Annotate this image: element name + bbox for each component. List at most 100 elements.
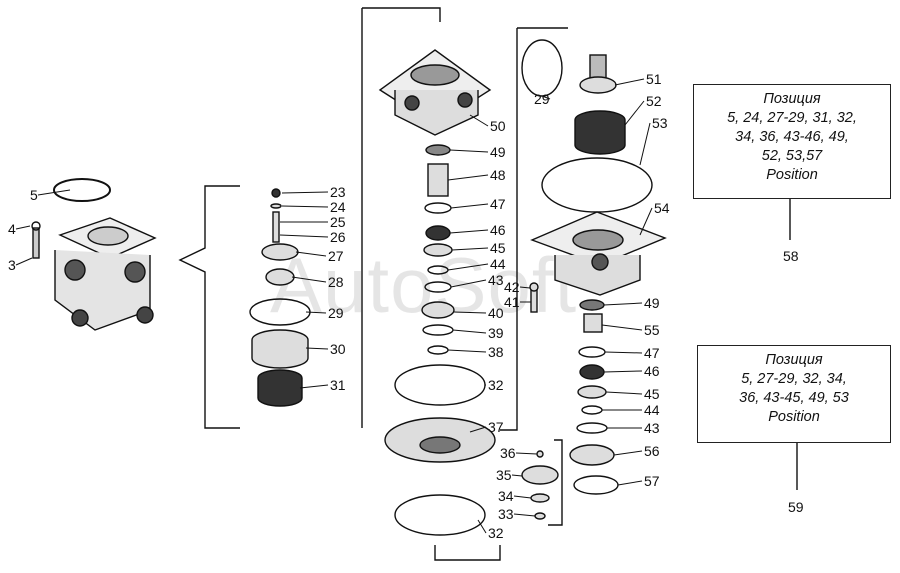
leader-line xyxy=(305,347,329,350)
box-58-line: 5, 24, 27-29, 31, 32, xyxy=(727,110,857,126)
callout-label: 43 xyxy=(644,420,660,436)
leader-line xyxy=(281,191,329,194)
bracket-left xyxy=(178,185,240,429)
leader-line xyxy=(477,519,487,534)
leader-line xyxy=(449,149,489,153)
leader-line xyxy=(511,474,523,477)
leader-line xyxy=(451,247,489,251)
callout-label: 46 xyxy=(490,222,506,238)
leader-line xyxy=(453,311,487,314)
leader-line xyxy=(279,234,329,238)
bracket-middle xyxy=(361,7,441,428)
callout-label: 57 xyxy=(644,473,660,489)
callout-label: 32 xyxy=(488,377,504,393)
callout-label: 26 xyxy=(330,229,346,245)
callout-label: 39 xyxy=(488,325,504,341)
parts-column-2 xyxy=(378,49,496,536)
callout-label: 24 xyxy=(330,199,346,215)
callout-label: 58 xyxy=(783,248,799,264)
callout-label: 23 xyxy=(330,184,346,200)
callout-label: 27 xyxy=(328,248,344,264)
box-59-line: 36, 43-45, 49, 53 xyxy=(739,390,849,406)
leader-line xyxy=(450,279,487,288)
callout-label: 52 xyxy=(646,93,662,109)
leader-line xyxy=(447,263,489,271)
position-box-58: Позиция 5, 24, 27-29, 31, 32, 34, 36, 43… xyxy=(693,84,891,199)
callout-label: 56 xyxy=(644,443,660,459)
callout-label: 53 xyxy=(652,115,668,131)
leader-line xyxy=(614,78,645,86)
callout-label: 46 xyxy=(644,363,660,379)
callout-label: 47 xyxy=(490,196,506,212)
parts-column-1 xyxy=(249,188,311,407)
callout-label: 44 xyxy=(490,256,506,272)
leader-line xyxy=(513,495,532,499)
leader-line xyxy=(291,276,327,283)
leader-line xyxy=(601,324,643,331)
callout-label: 37 xyxy=(488,419,504,435)
leader-line xyxy=(15,225,31,230)
leader-line xyxy=(541,95,551,100)
leader-line xyxy=(613,450,643,456)
callout-label: 36 xyxy=(500,445,516,461)
leader-line xyxy=(617,480,643,486)
callout-label: 28 xyxy=(328,274,344,290)
leader-line xyxy=(447,349,487,353)
callout-label: 41 xyxy=(504,294,520,310)
leader-line xyxy=(469,114,489,127)
leader-line xyxy=(639,207,653,236)
callout-label: 49 xyxy=(644,295,660,311)
bracket-lower-right xyxy=(548,439,563,526)
leader-line xyxy=(515,452,538,455)
callout-label: 55 xyxy=(644,322,660,338)
box-58-line: 52, 53,57 xyxy=(761,148,823,164)
callout-label: 49 xyxy=(490,144,506,160)
leader-line xyxy=(37,189,71,196)
callout-label: 38 xyxy=(488,344,504,360)
callout-label: 25 xyxy=(330,214,346,230)
callout-label: 29 xyxy=(534,91,550,107)
box-59-line: 5, 27-29, 32, 34, xyxy=(741,371,847,387)
callout-label: 47 xyxy=(644,345,660,361)
callout-label: 48 xyxy=(490,167,506,183)
leader-line xyxy=(605,391,643,395)
leader-line xyxy=(299,384,329,389)
callout-label: 35 xyxy=(496,467,512,483)
leader-line xyxy=(639,122,651,166)
valve-assembly-left xyxy=(31,178,157,331)
callout-label: 5 xyxy=(30,187,38,203)
leader-line xyxy=(452,329,487,334)
box-58-title-en: Position xyxy=(766,167,818,183)
leader-line xyxy=(305,311,327,314)
callout-label: 3 xyxy=(8,257,16,273)
callout-label: 44 xyxy=(644,402,660,418)
callout-label: 30 xyxy=(330,341,346,357)
bracket-right xyxy=(500,27,568,431)
leader-line xyxy=(604,351,643,354)
callout-label: 40 xyxy=(488,305,504,321)
callout-label: 4 xyxy=(8,221,16,237)
box-59-title-en: Position xyxy=(768,409,820,425)
callout-label: 33 xyxy=(498,506,514,522)
callout-label: 51 xyxy=(646,71,662,87)
leader-line xyxy=(450,203,489,209)
leader-line xyxy=(513,513,536,517)
callout-label: 42 xyxy=(504,279,520,295)
leader-line xyxy=(15,257,33,266)
callout-label: 34 xyxy=(498,488,514,504)
leader-line xyxy=(603,302,643,306)
leader-line xyxy=(519,286,531,289)
leader-line xyxy=(624,100,645,126)
leader-line xyxy=(449,229,489,234)
box-58-title-ru: Позиция xyxy=(763,91,821,107)
callout-label: 45 xyxy=(644,386,660,402)
box-59-title-ru: Позиция xyxy=(765,352,823,368)
position-box-59: Позиция 5, 27-29, 32, 34, 36, 43-45, 49,… xyxy=(697,345,891,443)
leader-line xyxy=(603,370,643,373)
leader-line xyxy=(447,174,489,181)
callout-label: 54 xyxy=(654,200,670,216)
callout-label: 29 xyxy=(328,305,344,321)
leader-line xyxy=(469,426,487,433)
